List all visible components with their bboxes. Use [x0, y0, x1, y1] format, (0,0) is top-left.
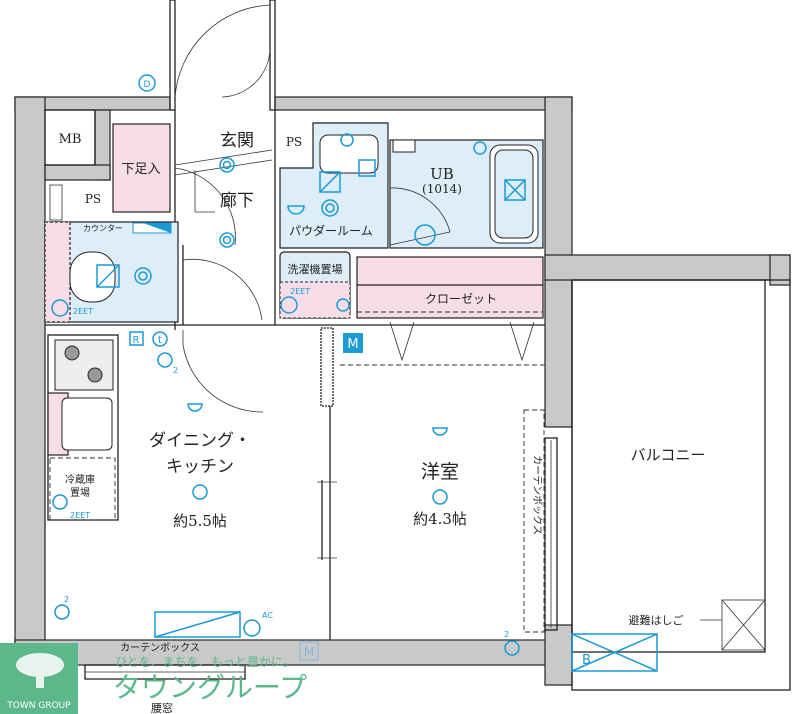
t-symbol: t	[158, 335, 162, 346]
dining-size: 約5.5帖	[173, 512, 227, 530]
closet: クローゼット	[356, 256, 544, 362]
outlet-label: 2EET	[73, 307, 93, 316]
balcony-label: バルコニー	[631, 446, 706, 464]
counter-label: カウンター	[83, 224, 123, 233]
m-symbol-2: M	[304, 645, 314, 659]
washer-space: 洗濯機置場 2EET	[279, 251, 351, 319]
dining-label: ダイニング・	[149, 431, 251, 451]
number-label: 2	[64, 595, 69, 604]
kitchen: 冷蔵庫 置場 2EET	[47, 334, 119, 521]
ps-left-label: PS	[85, 192, 101, 206]
ps-top-label: PS	[286, 135, 302, 149]
outlet-label: 2EET	[70, 511, 90, 520]
toilet-room: カウンター 2EET	[44, 221, 179, 323]
ac-label: AC	[262, 611, 273, 620]
powder-room-label: パウダールーム	[289, 223, 373, 238]
escape-ladder-hatch	[721, 599, 766, 651]
d-symbol: D	[144, 80, 151, 90]
ub-size-label: (1014)	[422, 182, 462, 196]
dining-label-2: キッチン	[166, 457, 234, 477]
m-symbol-label: M	[347, 337, 358, 352]
unit-bath: UB (1014)	[389, 139, 544, 249]
balcony: バルコニー 避難はしご B	[571, 279, 791, 691]
entrance-label: 玄関	[220, 131, 254, 151]
escape-ladder-label: 避難はしご	[629, 613, 684, 627]
number-label: 2	[173, 366, 178, 375]
brand-name: タウングループ	[113, 671, 307, 704]
walls	[14, 96, 791, 686]
western-room-size: 約4.3帖	[413, 510, 467, 528]
air-conditioner	[154, 611, 241, 638]
fridge-label-2: 置場	[70, 486, 90, 499]
fridge-label: 冷蔵庫	[65, 473, 95, 486]
entrance-door: D	[138, 0, 276, 111]
closet-label: クローゼット	[425, 292, 497, 306]
logo-text: TOWN GROUP	[6, 701, 71, 711]
shoe-storage-label: 下足入	[121, 162, 160, 177]
shoe-storage	[112, 123, 171, 213]
ub-label: UB	[430, 165, 454, 183]
washer-label: 洗濯機置場	[288, 262, 343, 276]
number-label: 2	[504, 630, 509, 639]
powder-room: パウダールーム	[279, 122, 389, 249]
tagline: ひとを、まちを、もっと豊かに。	[115, 655, 295, 669]
outdoor-unit	[571, 633, 658, 672]
mb-label: MB	[59, 132, 82, 147]
r-symbol: R	[133, 335, 140, 346]
waist-window-label: 腰窓	[151, 701, 173, 714]
curtain-box-label: カーテンボックス	[531, 455, 543, 535]
outlet-label: 2EET	[290, 287, 310, 296]
western-room-label: 洋室	[421, 461, 459, 483]
hallway-label: 廊下	[220, 191, 254, 211]
watermark: TOWN GROUP ひとを、まちを、もっと豊かに。 タウングループ	[0, 643, 307, 714]
b-symbol: B	[582, 653, 591, 668]
m-symbol	[343, 333, 363, 353]
curtain-box-bottom-label: カーテンボックス	[120, 642, 200, 654]
